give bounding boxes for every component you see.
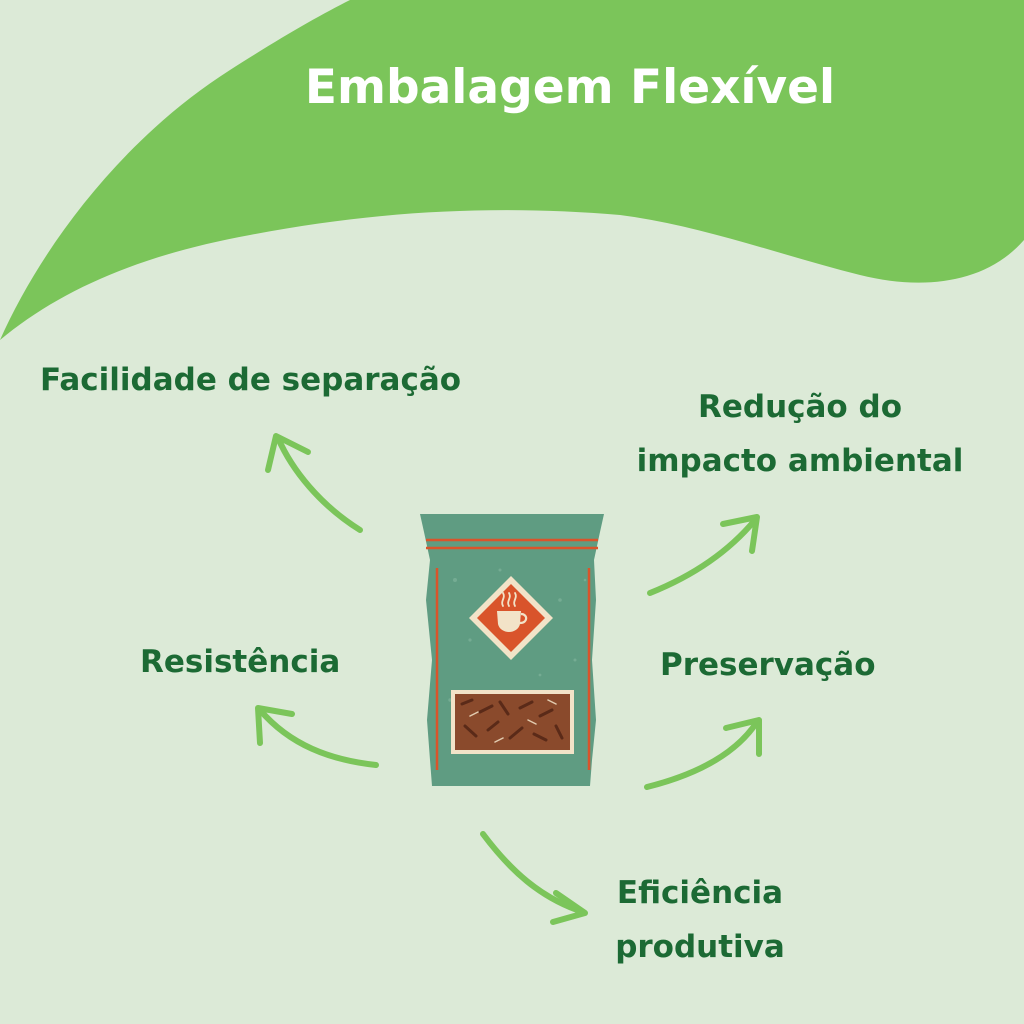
label-line: impacto ambiental xyxy=(636,443,964,479)
label-resistencia: Resistência xyxy=(140,644,341,680)
coffee-cup-icon xyxy=(469,576,553,660)
label-line: Eficiência xyxy=(616,875,784,911)
arrow-to-preservacao xyxy=(644,717,762,790)
coffee-pouch-icon xyxy=(420,514,604,786)
label-line: produtiva xyxy=(615,929,785,965)
label-reducao-do-impacto-ambiental: Redução do impacto ambiental xyxy=(590,380,1010,488)
label-line: Redução do xyxy=(697,389,903,425)
arrow-to-reducao xyxy=(647,514,760,596)
header-wave xyxy=(0,0,1024,340)
page-title: Embalagem Flexível xyxy=(304,60,836,115)
arrow-to-facilidade xyxy=(265,433,363,533)
arrow-to-eficiencia xyxy=(480,831,588,925)
label-facilidade-de-separacao: Facilidade de separação xyxy=(40,362,462,398)
label-preservacao: Preservação xyxy=(660,647,876,683)
arrow-to-resistencia xyxy=(255,705,379,768)
label-eficiencia-produtiva: Eficiência produtiva xyxy=(580,866,820,974)
